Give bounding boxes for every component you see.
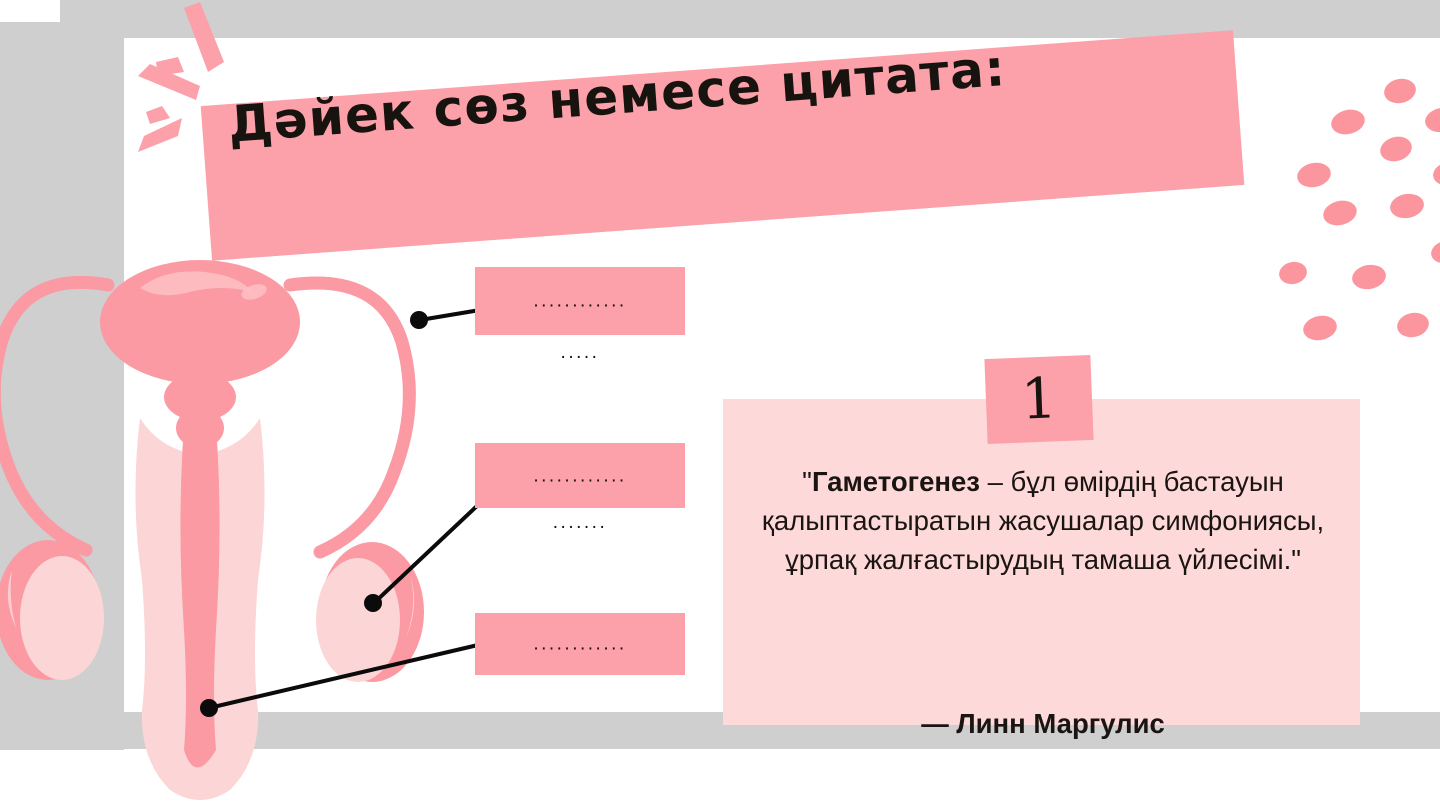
confetti-dots-decoration [1250,60,1440,350]
anatomy-label-box-2[interactable]: ............ [475,443,685,508]
anatomy-label-1-line2: ..... [560,342,600,363]
anatomy-label-1-line1: ............ [533,290,627,312]
anatomy-label-box-1[interactable]: ............ [475,267,685,335]
quote-number-badge-label: 1 [1019,365,1059,433]
anatomy-label-3-line1: ............ [533,633,627,655]
quote-body: – бұл өмірдің бастауын қалыптастыратын ж… [761,466,1325,576]
quote-open-mark: " [802,466,812,497]
quote-text: "Гаметогенез – бұл өмірдің бастауын қалы… [748,462,1338,579]
quote-panel [723,399,1360,725]
anatomy-label-2-line2: ....... [552,512,608,533]
anatomy-label-box-3[interactable]: ............ [475,613,685,675]
quote-bold-term: Гаметогенез [811,466,980,497]
quote-author: — Линн Маргулис [921,708,1165,739]
anatomy-label-2-line1: ............ [533,465,627,486]
sparkle-burst-decoration [138,0,258,170]
background-corner-white [0,0,60,22]
